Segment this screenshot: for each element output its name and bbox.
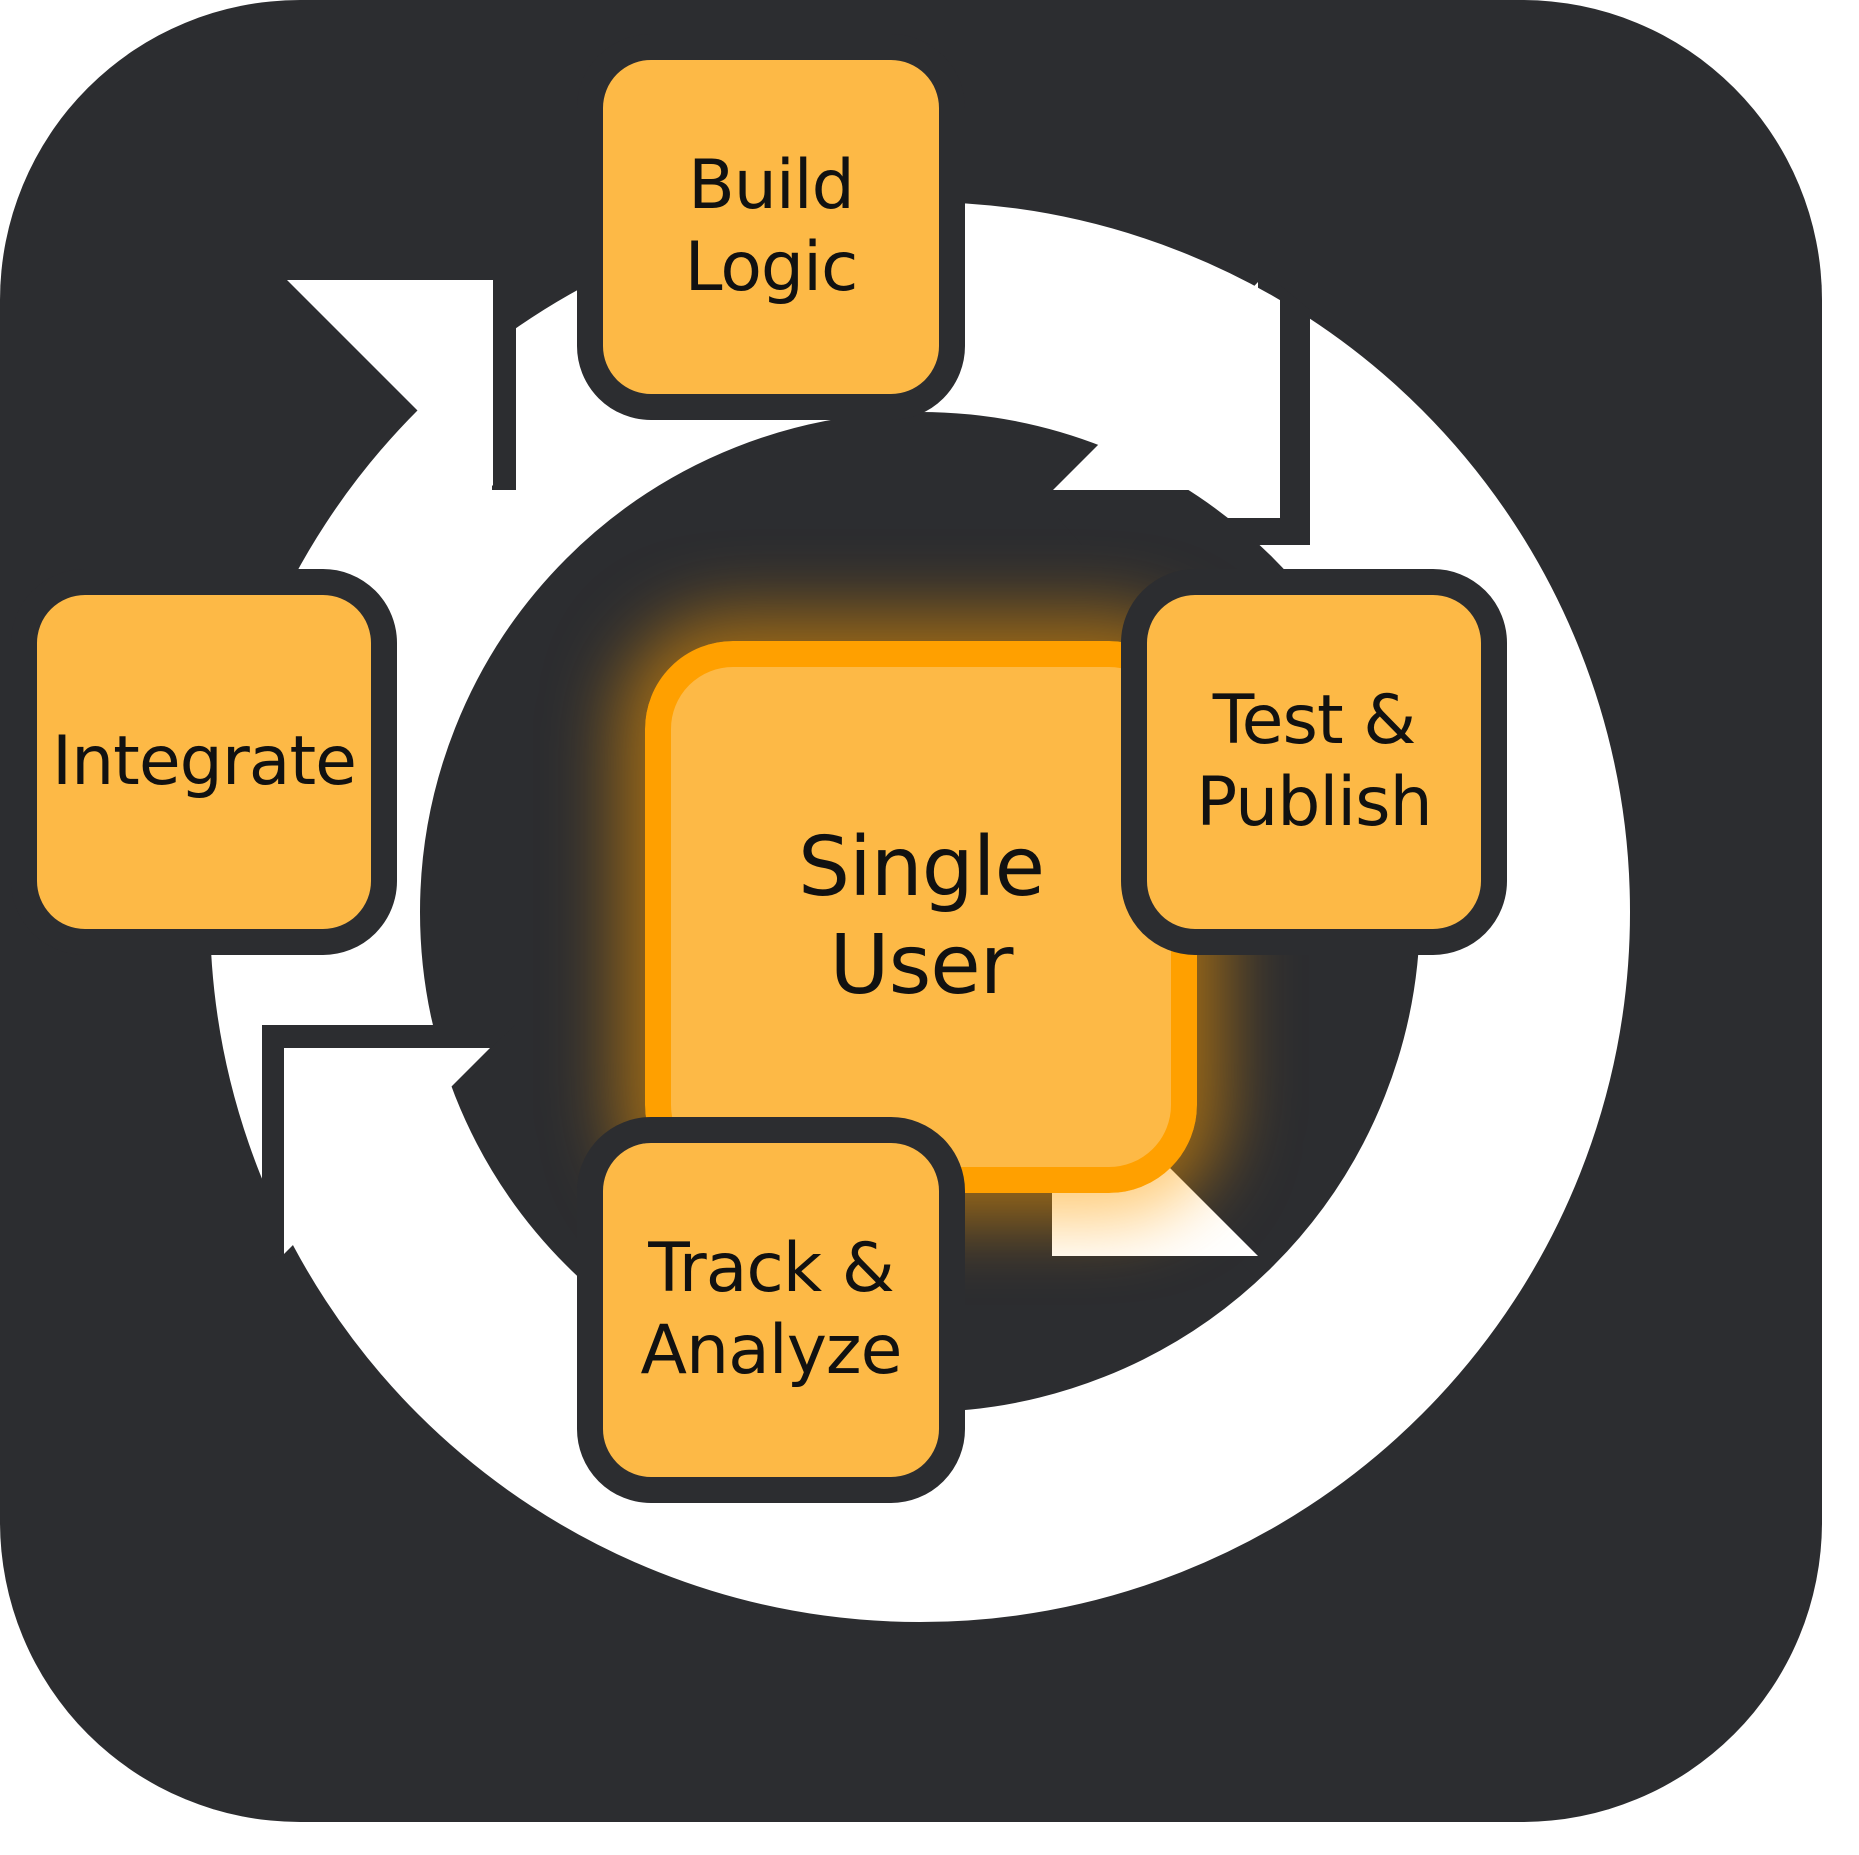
node-build-logic: Build Logic (577, 34, 965, 420)
node-integrate: Integrate (11, 569, 397, 955)
arrow-track-to-integrate (262, 1025, 515, 1260)
node-build-logic-label: Build Logic (684, 146, 859, 307)
center-node-single-user: Single User (645, 641, 1197, 1193)
node-test-publish-label: Test & Publish (1196, 681, 1432, 842)
node-test-publish: Test & Publish (1121, 569, 1507, 955)
arrow-integrate-to-build (287, 258, 516, 490)
node-integrate-label: Integrate (52, 722, 357, 801)
node-track-analyze-label: Track & Analyze (640, 1229, 903, 1390)
arrow-build-to-test (1053, 282, 1310, 545)
center-node-label: Single User (797, 820, 1045, 1013)
node-track-analyze: Track & Analyze (577, 1117, 965, 1503)
